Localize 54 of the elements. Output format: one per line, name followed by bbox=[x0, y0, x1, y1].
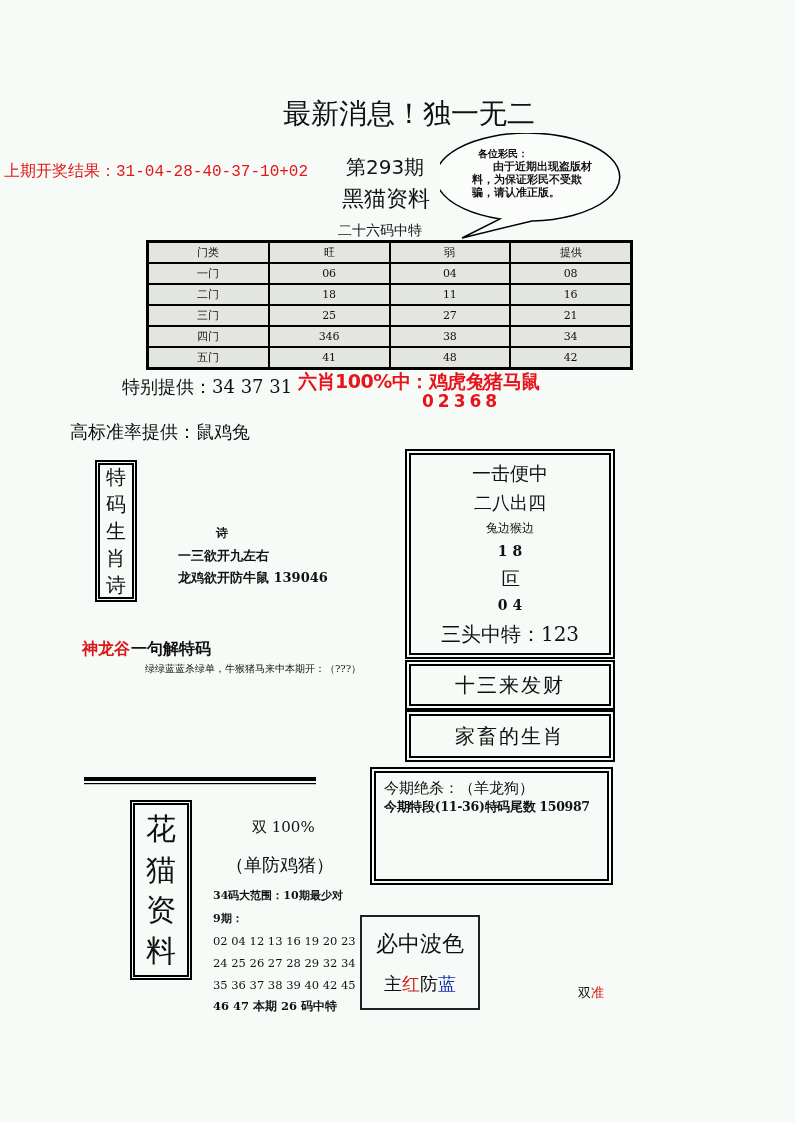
note-text: 双准 bbox=[578, 986, 604, 1001]
table-cell: 08 bbox=[510, 263, 631, 284]
table-cell: 04 bbox=[389, 263, 511, 284]
table-cell: 346 bbox=[268, 326, 390, 347]
text-label: 绿绿蓝蓝杀绿单，牛猴猪马来中本期开：（???） bbox=[145, 663, 362, 675]
table-cell: 16 bbox=[510, 284, 631, 305]
table-cell: 48 bbox=[389, 347, 511, 368]
info-box: 十三来发财 bbox=[405, 660, 615, 710]
text-label: 9期： bbox=[213, 913, 243, 926]
table-cell: 三门 bbox=[148, 305, 269, 326]
info-box: 家畜的生肖 bbox=[405, 710, 615, 762]
table-cell: 弱 bbox=[389, 242, 511, 263]
text-label: （单防鸡猪） bbox=[226, 855, 334, 876]
text-label: 双 100% bbox=[252, 819, 315, 837]
table-cell: 旺 bbox=[268, 242, 390, 263]
text-label: 黑猫资料 bbox=[342, 186, 430, 212]
text-label: 高标准率提供：鼠鸡兔 bbox=[70, 422, 250, 443]
text-label: 神龙谷 bbox=[82, 640, 130, 659]
table-cell: 门类 bbox=[148, 242, 269, 263]
table-cell: 二门 bbox=[148, 284, 269, 305]
table-cell: 38 bbox=[389, 326, 511, 347]
table-cell: 一门 bbox=[148, 263, 269, 284]
title-box: 花猫资料 bbox=[130, 800, 192, 980]
text-label: 龙鸡欲开防牛鼠 139046 bbox=[178, 571, 328, 586]
text-label: 46 47 本期 26 码中特 bbox=[213, 1000, 338, 1014]
text-label: 一三欲开九左右 bbox=[178, 549, 269, 564]
table-cell: 27 bbox=[389, 305, 511, 326]
text-label: 特别提供：34 37 31 bbox=[122, 377, 293, 398]
table-cell: 25 bbox=[268, 305, 390, 326]
table-cell: 42 bbox=[510, 347, 631, 368]
table-cell: 34 bbox=[510, 326, 631, 347]
text-label: 35 36 37 38 39 40 42 45 bbox=[213, 979, 356, 993]
text-label: 诗 bbox=[216, 527, 228, 541]
table-cell: 提供 bbox=[510, 242, 631, 263]
table-cell: 四门 bbox=[148, 326, 269, 347]
text-label: 二十六码中特 bbox=[338, 222, 422, 239]
info-box: 今期绝杀：（羊龙狗） 今期特段(11-36)特码尾数 150987 bbox=[370, 767, 613, 885]
text-label: 24 25 26 27 28 29 32 34 bbox=[213, 957, 356, 971]
text-label: 02368 bbox=[422, 392, 502, 412]
info-box: 必中波色 主红防蓝 bbox=[360, 915, 480, 1010]
table-cell: 41 bbox=[268, 347, 390, 368]
table-cell: 18 bbox=[268, 284, 390, 305]
text-label: 02 04 12 13 16 19 20 23 bbox=[213, 935, 356, 949]
info-box: 一击便中 二八出四 兔边猴边 1 8 叵 0 4 三头中特：123 bbox=[405, 449, 615, 659]
table-cell: 06 bbox=[268, 263, 390, 284]
table-cell: 21 bbox=[510, 305, 631, 326]
text-label: 六肖100%中：鸡虎兔猪马鼠 bbox=[298, 371, 540, 393]
text-label: 一句解特码 bbox=[131, 640, 211, 659]
page-title: 最新消息！独一无二 bbox=[281, 98, 536, 131]
table-cell: 五门 bbox=[148, 347, 269, 368]
text-label: 上期开奖结果：31-04-28-40-37-10+02 bbox=[4, 163, 309, 182]
title-box: 特码生肖诗 bbox=[95, 460, 137, 602]
table-cell: 11 bbox=[389, 284, 511, 305]
text-label: 34码大范围：10期最少对 bbox=[213, 890, 343, 903]
